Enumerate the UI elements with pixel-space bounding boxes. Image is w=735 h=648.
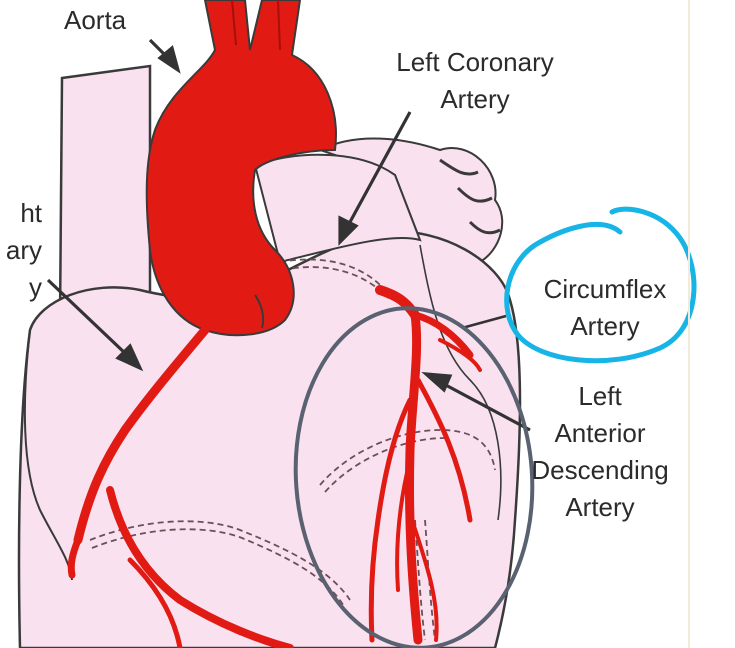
label-circumflex-artery: Circumflex Artery — [520, 271, 690, 345]
label-lca-line-1: Left Coronary — [396, 47, 554, 77]
aorta-branch-line-1 — [231, 0, 237, 46]
label-lca-line-2: Artery — [440, 84, 510, 114]
label-cx-line-1: Circumflex — [543, 274, 667, 304]
right-atrium-outline — [23, 329, 73, 581]
label-lad-line-4: Artery — [565, 492, 635, 522]
vena-cava-shape — [58, 64, 152, 322]
label-cx-line-2: Artery — [570, 311, 640, 341]
pulmonary-trunk-shape — [253, 153, 422, 264]
label-left-coronary-artery: Left Coronary Artery — [370, 44, 580, 118]
pointer-arrows — [46, 38, 531, 432]
label-aorta-text: Aorta — [64, 5, 127, 35]
page-edge-rule — [688, 0, 690, 648]
right-coronary-artery — [67, 325, 294, 648]
label-rca-line-1: ht — [20, 198, 42, 228]
left-coronary-system — [368, 285, 482, 645]
label-rca-line-2: ary — [5, 235, 42, 265]
label-lad-line-1: Left — [578, 381, 622, 411]
aorta-shape — [145, 0, 337, 337]
pulmonary-vein-curve-1 — [439, 158, 479, 176]
label-right-coronary-artery-partial: ht ary y — [0, 195, 42, 306]
interior-outline — [419, 244, 502, 521]
label-lad-line-2: Anterior — [554, 418, 646, 448]
label-rca-line-3: y — [29, 272, 42, 302]
label-left-anterior-descending-artery: Left Anterior Descending Artery — [510, 378, 690, 526]
pulmonary-vein-curve-2 — [456, 186, 493, 203]
aorta-branch-line-2 — [277, 0, 281, 51]
label-aorta: Aorta — [64, 2, 126, 39]
aortic-root-curve — [254, 294, 265, 329]
circle-annotation — [504, 206, 697, 364]
pulmonary-vein-curve-3 — [468, 220, 501, 235]
label-lad-line-3: Descending — [531, 455, 669, 485]
circumflex-pointer-line — [461, 314, 507, 330]
